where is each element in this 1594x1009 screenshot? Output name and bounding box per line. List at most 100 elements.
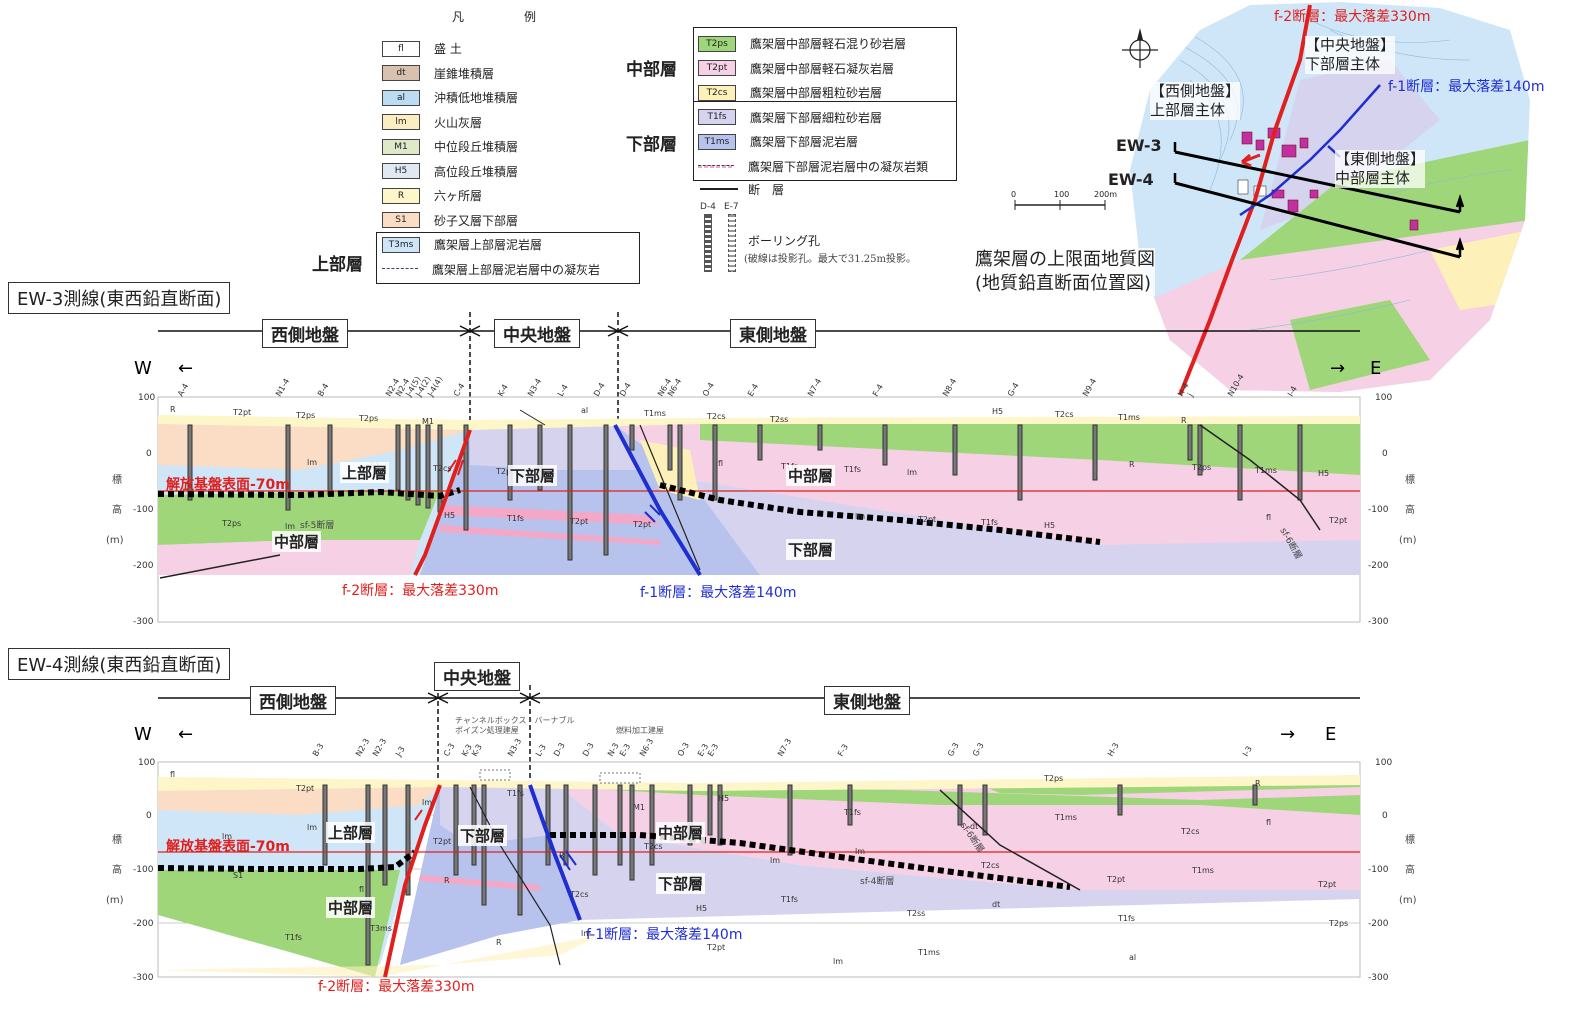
ew4-sf4: sf-4断層 bbox=[860, 875, 894, 887]
ew3-ytick-l3: -200 bbox=[133, 561, 154, 571]
legend-left-label: 六ヶ所層 bbox=[434, 189, 483, 203]
borehole bbox=[847, 784, 853, 826]
unit-label: lm bbox=[770, 856, 780, 865]
ew3-ytick-l4: -300 bbox=[133, 617, 154, 627]
ew4-building-3: 燃料加工建屋 bbox=[616, 725, 664, 735]
map-west-label: 【西側地盤】 上部層主体 bbox=[1150, 82, 1241, 120]
borehole bbox=[1297, 424, 1303, 501]
unit-label: T2ps bbox=[295, 411, 315, 420]
ew4-middle-label: 中部層 bbox=[326, 897, 376, 918]
borehole bbox=[712, 424, 718, 501]
ew3-section: 100 0 -100 -200 -300 100 0 -100 -200 -30… bbox=[106, 312, 1417, 627]
legend-left-swatch: lm bbox=[382, 114, 420, 130]
legend-left-swatch: dt bbox=[382, 65, 420, 81]
borehole bbox=[707, 784, 713, 836]
legend-left-swatch: M1 bbox=[382, 138, 420, 155]
unit-label: lm bbox=[907, 468, 917, 477]
unit-label: T2ps bbox=[221, 519, 241, 528]
map-east-label: 【東側地盤】 中部層主体 bbox=[1335, 150, 1426, 188]
unit-label: lm bbox=[855, 512, 865, 521]
legend-right-swatch: T2pt bbox=[698, 60, 736, 76]
borehole-label: F-4 bbox=[871, 383, 885, 398]
map-center-label-2: 下部層主体 bbox=[1305, 55, 1381, 73]
legend-left-label: 沖積低地堆積層 bbox=[434, 91, 519, 105]
legend-left-label: 火山灰層 bbox=[434, 115, 483, 130]
ew3-f2-label: f-2断層：最大落差330m bbox=[342, 583, 499, 599]
legend-right-label: 鷹架層下部層細粒砂岩層 bbox=[750, 110, 883, 125]
unit-label: T1fs bbox=[843, 465, 861, 474]
unit-label: fl bbox=[359, 885, 364, 894]
borehole-label: O-4 bbox=[701, 381, 716, 398]
unit-label: T1ms bbox=[1117, 413, 1140, 422]
unit-label: lm bbox=[581, 929, 591, 938]
borehole-label: I-3 bbox=[1241, 745, 1254, 758]
ew3-ylabel-l-1: 標 bbox=[112, 473, 122, 486]
legend-left-item: lm 火山灰層 bbox=[382, 114, 482, 131]
unit-label: lm bbox=[307, 823, 317, 832]
ew4-f2-label: f-2断層：最大落差330m bbox=[318, 979, 475, 995]
ew3-ylabel-r-3: (m) bbox=[1399, 535, 1417, 546]
unit-label: H5 bbox=[992, 407, 1003, 416]
ew3-ytick-r1: 0 bbox=[1382, 449, 1388, 459]
ew3-arrow-w: ← bbox=[178, 358, 193, 379]
borehole-label: O-3 bbox=[676, 741, 691, 758]
boring-legend-solid bbox=[704, 214, 712, 272]
legend-left-label: 鷹架層上部層泥岩層 bbox=[434, 238, 543, 252]
ew3-ytick-r0: 100 bbox=[1375, 393, 1392, 403]
fault-legend-line bbox=[700, 188, 738, 190]
unit-label: T2pt bbox=[1317, 880, 1336, 889]
unit-label: H5 bbox=[696, 904, 707, 913]
ew3-title: EW-3測線(東西鉛直断面) bbox=[8, 282, 231, 314]
legend-right-label: 鷹架層下部層泥岩層 bbox=[750, 135, 859, 149]
legend-left-swatch: H5 bbox=[382, 163, 420, 179]
ew4-ytick-l1: 0 bbox=[146, 811, 152, 821]
unit-label: T2cs bbox=[432, 464, 452, 473]
legend-left-swatch: al bbox=[382, 89, 420, 106]
ew3-lower-east-label: 下部層 bbox=[786, 539, 836, 560]
ew3-ytick-l1: 0 bbox=[146, 449, 152, 459]
ew3-ylabel-l-2: 高 bbox=[112, 503, 122, 516]
ew4-lower-east-label: 下部層 bbox=[656, 873, 706, 894]
borehole bbox=[787, 784, 793, 856]
ew3-middle-label: 中部層 bbox=[272, 531, 322, 552]
legend-right-label: 鷹架層下部層泥岩層中の凝灰岩類 bbox=[748, 159, 929, 174]
borehole-label: j bbox=[1185, 392, 1194, 399]
legend-left-label: 中位段丘堆積層 bbox=[434, 140, 519, 154]
ew3-ylabel-r-1: 標 bbox=[1405, 473, 1415, 486]
borehole-label: N10-4 bbox=[1226, 373, 1246, 398]
legend-left-label: 高位段丘堆積層 bbox=[434, 164, 519, 179]
legend-left-swatch: S1 bbox=[382, 212, 420, 228]
unit-label: T2cs bbox=[643, 842, 663, 851]
unit-label: al bbox=[1129, 953, 1136, 962]
ew3-east-zone: 東側地盤 bbox=[730, 319, 816, 348]
borehole bbox=[1187, 424, 1193, 461]
borehole-label: C-3 bbox=[442, 742, 457, 758]
ew3-ylabel-r-2: 高 bbox=[1405, 503, 1415, 516]
legend-left-item: H5 高位段丘堆積層 bbox=[382, 163, 518, 180]
borehole-label: H-3 bbox=[1106, 741, 1121, 758]
legend-group-upper: 上部層 bbox=[312, 255, 363, 275]
ew4-middle-east-label: 中部層 bbox=[656, 822, 706, 843]
legend-right-label: 鷹架層中部層軽石混り砂岩層 bbox=[750, 37, 907, 51]
ew4-ytick-r0: 100 bbox=[1375, 758, 1392, 768]
map-east-label-2: 中部層主体 bbox=[1335, 169, 1411, 187]
unit-label: T1ms bbox=[917, 948, 940, 957]
legend-left-item: M1 中位段丘堆積層 bbox=[382, 138, 518, 155]
ew3-ytick-l0: 100 bbox=[138, 393, 155, 403]
unit-label: T1ms bbox=[1254, 466, 1277, 475]
unit-label: T2pt bbox=[706, 943, 725, 952]
ew3-lower-label: 下部層 bbox=[508, 465, 558, 486]
ew4-ytick-l2: -100 bbox=[133, 865, 154, 875]
borehole-label: K-4 bbox=[496, 383, 510, 398]
borehole bbox=[952, 424, 958, 476]
borehole-label: N3-3 bbox=[506, 737, 523, 758]
unit-label: T2ps bbox=[1328, 919, 1348, 928]
unit-label: lm bbox=[422, 798, 432, 807]
legend-left-item: 鷹架層上部層泥岩層中の凝灰岩 bbox=[382, 261, 600, 278]
unit-label: T1ms bbox=[1191, 866, 1214, 875]
location-map bbox=[1014, 2, 1530, 395]
ew3-center-zone: 中央地盤 bbox=[494, 319, 580, 348]
